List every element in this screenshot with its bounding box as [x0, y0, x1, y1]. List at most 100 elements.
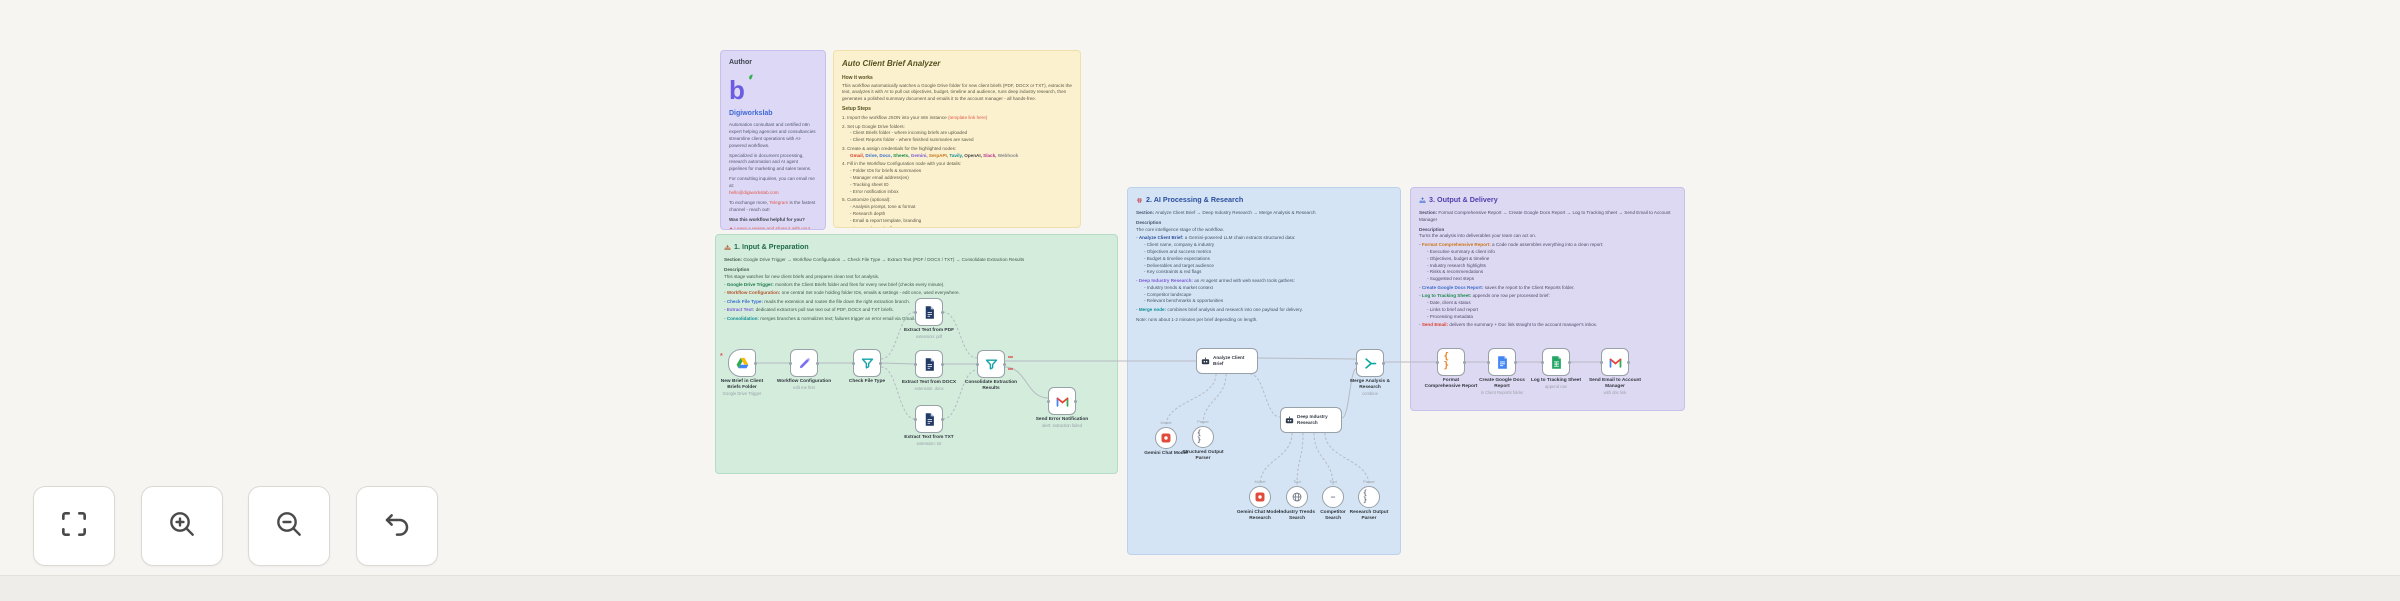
note-bullet: - Format Comprehensive Report: a Code no… — [1419, 242, 1676, 283]
author-bio-1: Automation consultant and certified n8n … — [729, 122, 816, 148]
section-ai-bullets: - Analyze Client Brief: a Gemini-powered… — [1136, 235, 1392, 314]
overview-note[interactable]: Auto Client Brief Analyzer How it works … — [833, 50, 1081, 228]
node-research-output-parser[interactable]: { } — [1358, 486, 1380, 508]
node-merge-analysis-research[interactable] — [1355, 349, 1385, 377]
author-exchange-line: To exchange more, Telegram is the fastes… — [729, 199, 816, 212]
note-bullet: - Merge node: combines brief analysis an… — [1136, 306, 1303, 312]
node-industry-trends-search-tool[interactable] — [1286, 486, 1308, 508]
note-subitem: - Folder IDs for briefs & summaries — [850, 167, 922, 173]
note-subitem: - Deliverables and target audience — [1144, 262, 1214, 268]
telegram-link[interactable]: Telegram — [769, 199, 789, 205]
note-subitem: - Client Briefs folder - where incoming … — [850, 130, 968, 136]
note-subitem: - Client name, company & industry — [1144, 241, 1215, 247]
note-subitem: - Client Reports folder - where finished… — [850, 137, 974, 143]
port-label: Parser — [1363, 479, 1375, 484]
note-subitem: - Industry trends & market context — [1144, 284, 1213, 290]
credential-token: Docs, — [879, 152, 894, 158]
note-subitem: - Date, client & status — [1427, 299, 1471, 305]
funnel-icon — [984, 357, 999, 372]
author-note[interactable]: Author b Digiworkslab Automation consult… — [720, 50, 826, 230]
node-competitor-search-tool[interactable]: — — [1322, 486, 1344, 508]
gdocs-icon — [1495, 355, 1510, 370]
credential-token: Webhook — [997, 152, 1019, 158]
note-bullet: - Google Drive Trigger: monitors the Cli… — [724, 281, 945, 287]
note-bullet: - Workflow Configuration: one central Se… — [724, 290, 960, 296]
node-create-google-docs-report[interactable] — [1487, 348, 1517, 376]
note-subitem: - Competitor landscape — [1144, 291, 1192, 297]
leaf-icon — [746, 73, 754, 81]
zoom-in-button[interactable] — [141, 486, 223, 566]
node-extract-text-txt[interactable] — [914, 405, 944, 433]
note-subitem: - Error notification inbox — [850, 188, 899, 194]
node-gemini-chat-model-research[interactable] — [1249, 486, 1271, 508]
dash-icon: — — [1330, 492, 1336, 501]
node-consolidate-extraction-results[interactable] — [976, 350, 1006, 378]
author-logo: b — [729, 73, 759, 105]
note-bullet: - Log to Tracking Sheet: appends one row… — [1419, 293, 1676, 321]
node-send-email-to-account-manager[interactable] — [1600, 348, 1630, 376]
node-google-drive-trigger[interactable] — [728, 349, 757, 377]
section-input-nodes-line: Section: Google Drive Trigger → Workflow… — [724, 256, 1025, 262]
section-ai-desc: The core intelligence stage of the workf… — [1136, 226, 1224, 232]
section-ai-header: 2. AI Processing & Research — [1136, 195, 1392, 206]
node-log-to-tracking-sheet[interactable] — [1541, 348, 1571, 376]
credential-token: Gemini, — [910, 152, 929, 158]
gdrive-icon — [735, 356, 750, 371]
author-bio-2: Specialized in document processing, rese… — [729, 152, 812, 172]
section-ai-nodes-line: Section: Analyze Client Brief → Deep Ind… — [1136, 209, 1316, 215]
note-subitem: - Email & report template, branding — [850, 217, 922, 223]
credential-token: Slack, — [983, 152, 998, 158]
setup-step: 5. Customize (optional):- Analysis promp… — [842, 197, 1072, 225]
gsheets-icon — [1549, 355, 1564, 370]
note-subitem: - Key constraints & red flags — [1144, 269, 1202, 275]
node-send-error-notification[interactable] — [1047, 387, 1077, 415]
credential-token: OpenAI, — [964, 152, 984, 158]
zoom-out-button[interactable] — [248, 486, 330, 566]
node-workflow-configuration[interactable] — [789, 349, 819, 377]
red-chip-icon — [1160, 432, 1172, 444]
pen-icon — [797, 356, 812, 371]
section-note-input[interactable]: 1. Input & Preparation Section: Google D… — [715, 234, 1118, 474]
author-email-link[interactable]: hello@digiworkslab.com — [729, 190, 779, 196]
credential-token: SerpAPI, — [928, 152, 950, 158]
node-extract-text-pdf[interactable] — [914, 298, 944, 326]
funnel-icon — [860, 356, 875, 371]
template-link[interactable]: (template link here) — [947, 115, 988, 121]
section-output-desc: Turns the analysis into deliverables you… — [1419, 233, 1537, 239]
node-structured-output-parser[interactable]: { } — [1192, 426, 1214, 448]
note-bullet: - Consolidation: merges branches & norma… — [724, 315, 916, 321]
gmail-icon — [1055, 394, 1070, 409]
node-extract-text-docx[interactable] — [914, 350, 944, 378]
setup-step: 1. Import the workflow JSON into your n8… — [842, 115, 988, 121]
node-check-file-type[interactable] — [852, 349, 882, 377]
node-gemini-chat-model-brief[interactable] — [1155, 427, 1177, 449]
file-icon — [922, 357, 937, 372]
port-label: Parser — [1197, 419, 1209, 424]
author-note-label: Author — [729, 59, 752, 66]
fit-view-button[interactable] — [33, 486, 115, 566]
gmail-icon — [1608, 355, 1623, 370]
undo-button[interactable] — [356, 486, 438, 566]
author-name-link[interactable]: Digiworkslab — [729, 109, 773, 117]
note-bullet: - Extract Text: dedicated extractors pul… — [724, 307, 894, 313]
section-input-desc: This stage watches for new client briefs… — [724, 273, 880, 279]
node-format-comprehensive-report[interactable]: { } — [1436, 348, 1466, 376]
credential-token: Sheets, — [893, 152, 911, 158]
note-subitem: - Research depth — [850, 210, 886, 216]
note-subitem: - Objectives, budget & timeline — [1427, 255, 1490, 261]
review-link[interactable]: ★ Leave a review and share it with your … — [729, 225, 811, 230]
zoom-out-icon — [273, 508, 305, 545]
